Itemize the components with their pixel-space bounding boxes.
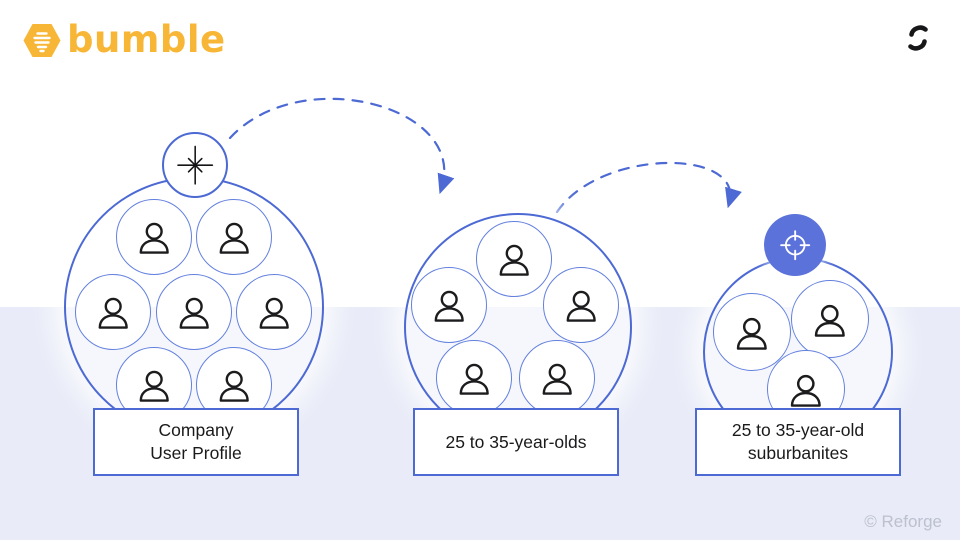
dashed-arrow-1 <box>228 97 455 195</box>
person-icon <box>459 364 489 396</box>
person-icon <box>499 245 529 277</box>
person-icon <box>219 223 249 255</box>
member-circle <box>236 274 312 350</box>
person-icon <box>98 298 128 330</box>
person-icon <box>542 364 572 396</box>
member-circle <box>116 199 192 275</box>
person-icon <box>566 291 596 323</box>
stage-label-line: suburbanites <box>747 443 849 463</box>
person-icon <box>814 304 846 337</box>
member-circle <box>156 274 232 350</box>
member-circle <box>713 293 791 371</box>
person-icon <box>736 317 768 350</box>
member-circle <box>543 267 619 343</box>
sparkle-icon <box>177 145 213 185</box>
member-circle <box>476 221 552 297</box>
reforge-logo-icon <box>908 25 928 51</box>
person-icon <box>259 298 289 330</box>
person-icon <box>219 371 249 403</box>
stage-label-line: Company <box>158 420 234 440</box>
stage-3-label: 25 to 35-year-old suburbanites <box>695 408 901 476</box>
person-icon <box>790 374 822 407</box>
stage-2-label: 25 to 35-year-olds <box>413 408 619 476</box>
dashed-arrow-2 <box>555 161 742 214</box>
person-icon <box>139 371 169 403</box>
stage-label-line: 25 to 35-year-old <box>731 420 865 440</box>
stage-label-line: User Profile <box>150 443 242 463</box>
target-badge <box>764 214 826 276</box>
person-icon <box>179 298 209 330</box>
target-icon <box>780 230 810 260</box>
brand-wordmark: bumble <box>67 18 226 61</box>
copyright-text: © Reforge <box>864 512 942 531</box>
stage-label-line: 25 to 35-year-olds <box>445 431 587 452</box>
member-circle <box>196 199 272 275</box>
sparkle-badge <box>162 132 228 198</box>
member-circle <box>411 267 487 343</box>
member-circle <box>75 274 151 350</box>
person-icon <box>434 291 464 323</box>
member-circle <box>791 280 869 358</box>
bumble-hive-icon <box>23 23 61 57</box>
member-circle <box>436 340 512 416</box>
person-icon <box>139 223 169 255</box>
bumble-logo: bumble <box>22 20 226 60</box>
member-circle <box>519 340 595 416</box>
